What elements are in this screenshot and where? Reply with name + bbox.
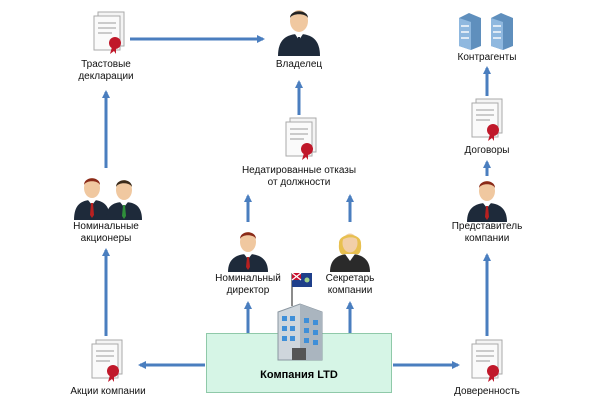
owner-label: Владелец (275, 59, 323, 70)
businessman-icon (467, 181, 507, 222)
businesswoman-icon (330, 233, 370, 272)
power-of-attorney-label: Доверенность (454, 386, 520, 397)
office-building-flag-icon (277, 272, 323, 361)
two-businessmen-icon (74, 178, 142, 220)
company-shares-label: Акции компании (70, 386, 146, 397)
servers-icon (459, 13, 513, 50)
document-certificate-icon (471, 339, 503, 382)
trust-declarations-label: Трастовые декларации (78, 59, 134, 82)
nominee-shareholders-label: Номинальные акционеры (73, 221, 139, 244)
document-certificate-icon (471, 98, 503, 141)
document-certificate-icon (285, 117, 317, 160)
nominee-director-label: Номинальный директор (215, 273, 281, 296)
document-certificate-icon (93, 11, 125, 54)
businessman-icon (228, 232, 268, 272)
document-certificate-icon (91, 339, 123, 382)
counterparties-label: Контрагенты (457, 52, 517, 63)
company-label: Компания LTD (260, 369, 338, 381)
company-secretary-label: Секретарь компании (325, 273, 375, 296)
undated-resignations-label: Недатированные отказы от должности (241, 165, 357, 188)
contracts-label: Договоры (464, 145, 510, 156)
company-representative-label: Представитель компании (451, 221, 523, 244)
businessman-icon (278, 10, 320, 56)
